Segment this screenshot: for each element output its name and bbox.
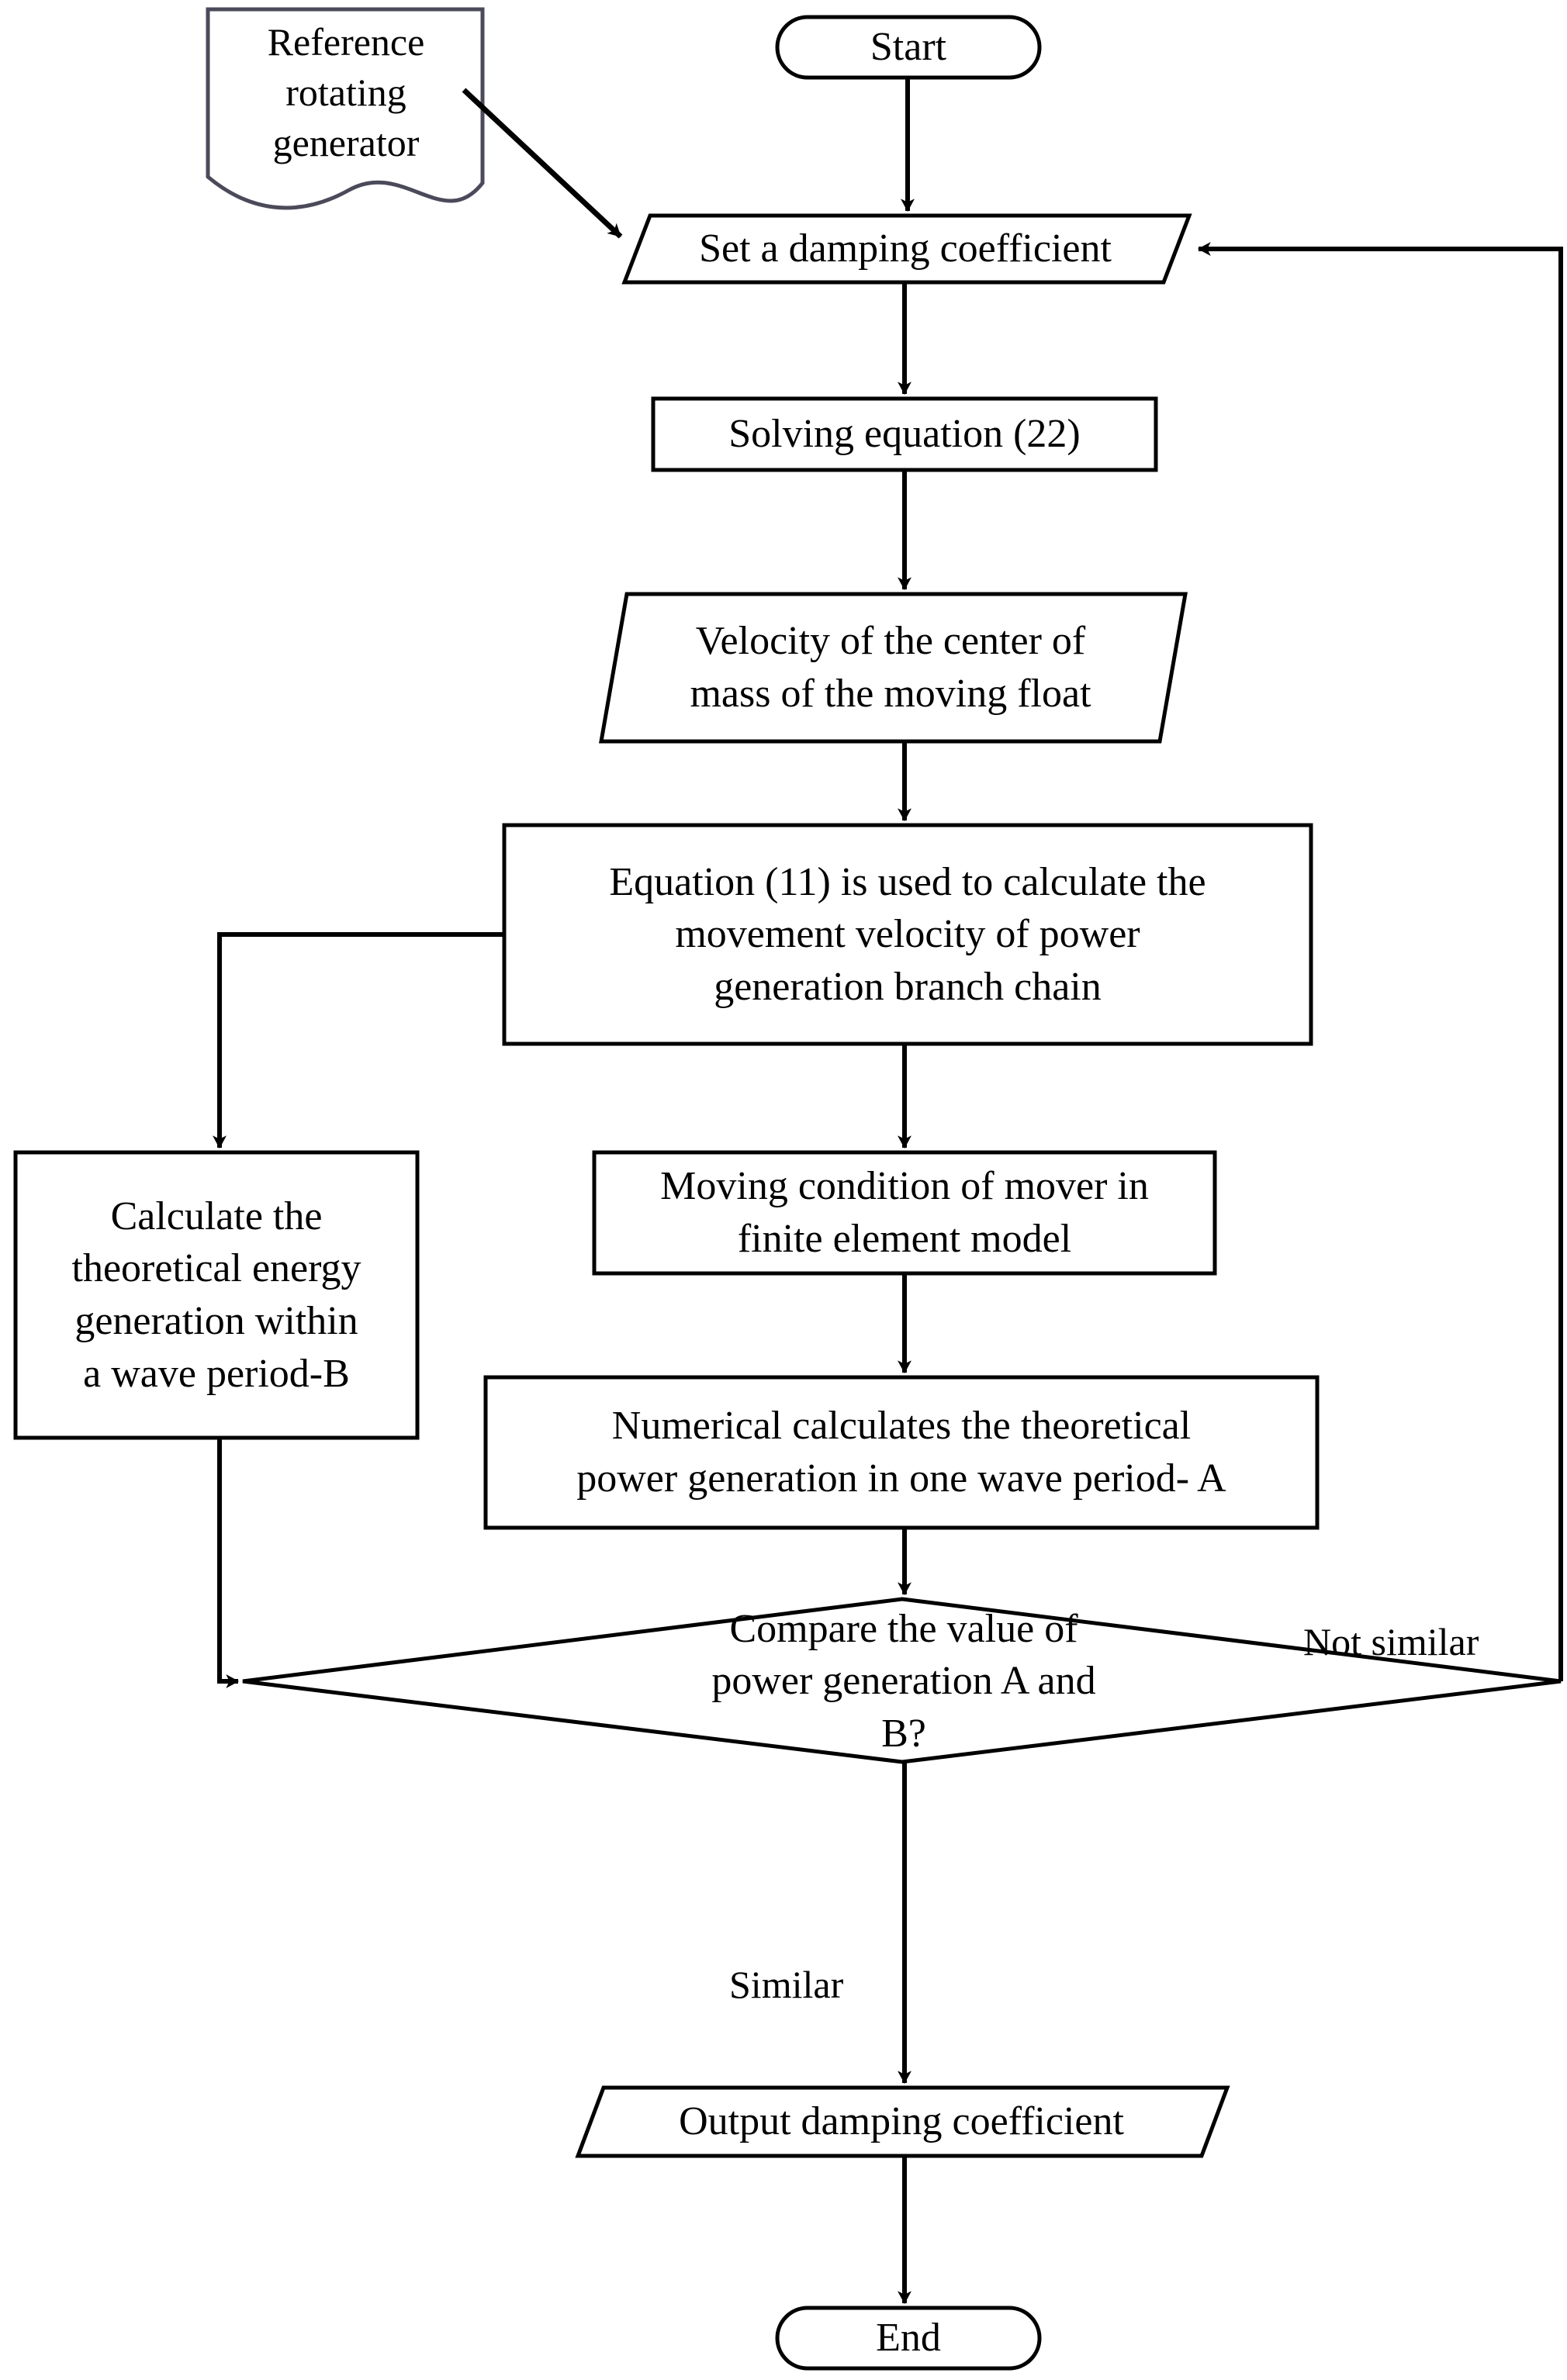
node-set-damping [621, 213, 1192, 285]
node-numerical-calculates-a-label: Numerical calculates the theoretical pow… [576, 1404, 1226, 1501]
node-calculate-theoretical-b-label: Calculate the theoretical energy generat… [71, 1193, 361, 1396]
node-moving-condition-label: Moving condition of mover in finite elem… [660, 1164, 1149, 1261]
node-end-label: End [876, 2316, 941, 2361]
edge-equation11-to-calculate-b [213, 932, 504, 1149]
edge-calculate-b-to-decision [217, 1438, 240, 1688]
edge-label-similar: Similar [729, 1963, 844, 2006]
edge-doc-to-set-damping [462, 88, 623, 239]
node-end [775, 2306, 1042, 2371]
node-numerical-calculates-a [483, 1375, 1320, 1530]
node-output-damping [575, 2085, 1230, 2158]
node-solving-eq22-label: Solving equation (22) [728, 412, 1081, 457]
node-calculate-theoretical-b [13, 1150, 420, 1440]
node-reference-doc-label: Reference rotating generator [267, 20, 425, 164]
node-compare-decision-label: Compare the value of power generation A … [711, 1606, 1096, 1756]
node-moving-condition [592, 1150, 1217, 1276]
node-reference-doc [206, 7, 485, 210]
node-equation11 [502, 823, 1313, 1046]
node-set-damping-label: Set a damping coefficient [699, 226, 1112, 271]
node-output-damping-label: Output damping coefficient [679, 2099, 1124, 2144]
edge-decision-not-similar-loop [1197, 242, 1563, 1681]
edge-label-not-similar: Not similar [1303, 1620, 1479, 1663]
node-equation11-label: Equation (11) is used to calculate the m… [609, 859, 1206, 1009]
node-velocity-float-label: Velocity of the center of mass of the mo… [690, 619, 1091, 716]
node-velocity-float [599, 592, 1188, 744]
node-start-label: Start [870, 25, 947, 70]
